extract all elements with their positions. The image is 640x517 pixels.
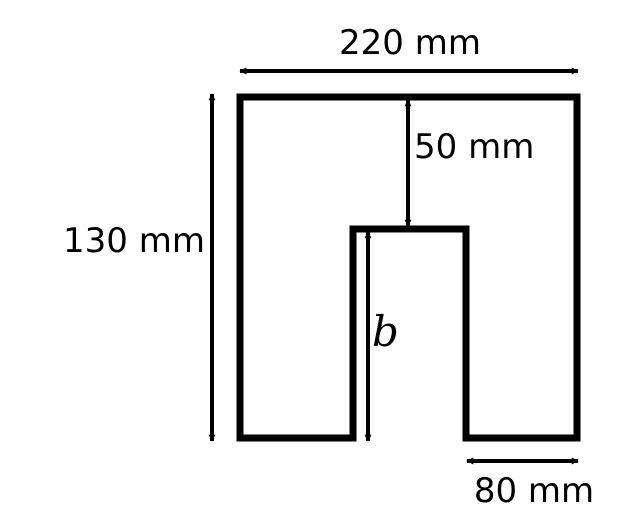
leg-width-label: 80 mm	[474, 471, 594, 511]
height-label: 130 mm	[63, 221, 205, 261]
height-dimension: 130 mm	[63, 93, 216, 442]
leg-width-dimension: 80 mm	[466, 457, 594, 511]
top-thickness-label: 50 mm	[414, 127, 534, 167]
width-dimension: 220 mm	[239, 23, 579, 75]
notch-height-label: b	[372, 307, 399, 356]
width-label: 220 mm	[339, 23, 481, 63]
u-shape-outline	[236, 93, 581, 442]
top-thickness-dimension: 50 mm	[404, 99, 534, 227]
notch-height-dimension: b	[364, 231, 399, 442]
